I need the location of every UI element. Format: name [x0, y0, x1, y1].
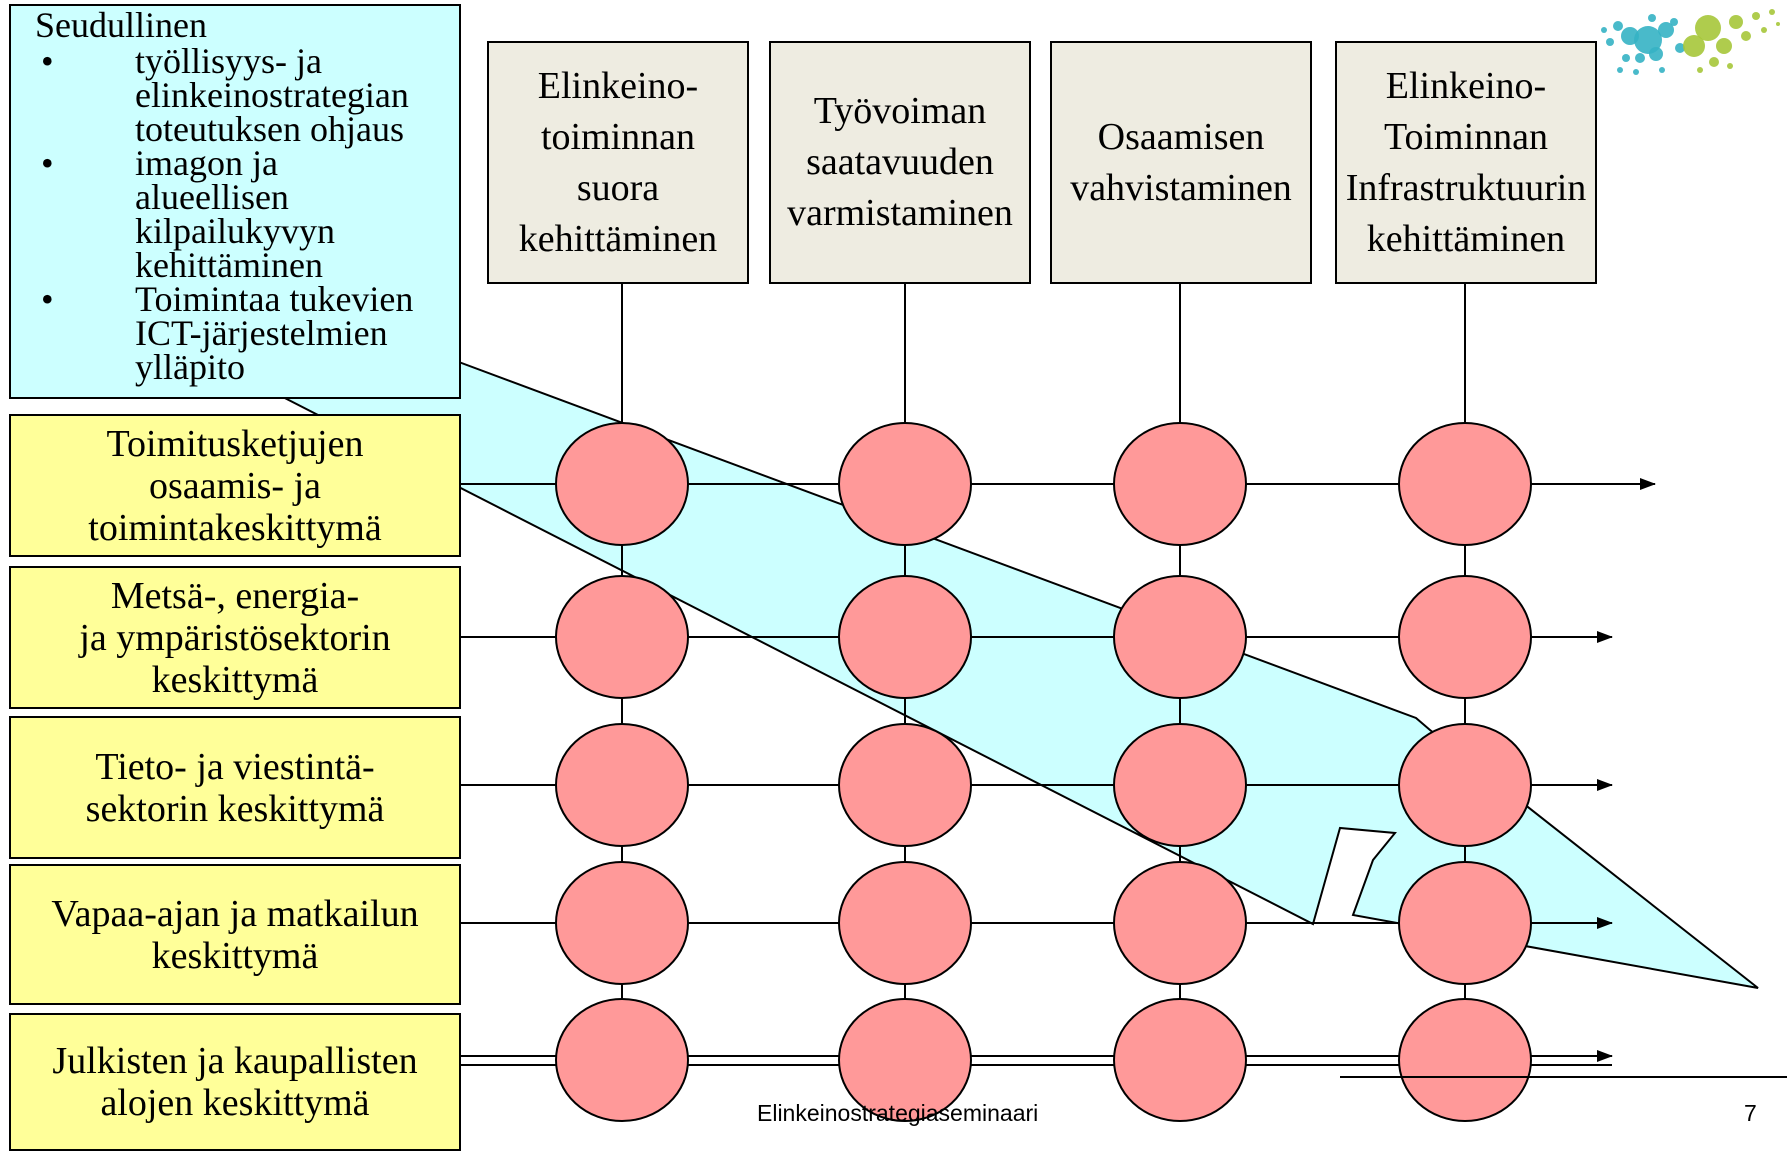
- row-label-line: Vapaa-ajan ja matkailun: [51, 892, 419, 935]
- column-header-2: Työvoiman saatavuuden varmistaminen: [769, 41, 1031, 284]
- column-header-line: suora: [576, 166, 660, 209]
- column-header-line: toiminnan: [540, 115, 696, 158]
- column-header-line: Työvoiman: [813, 90, 987, 132]
- bullet-icon: •: [41, 143, 54, 183]
- intersection-node: [1113, 723, 1247, 847]
- column-header-line: saatavuuden: [806, 141, 994, 183]
- regional-item-line: Toimintaa tukevien: [135, 279, 414, 319]
- regional-item-line: ICT-järjestelmien: [135, 313, 388, 353]
- column-header-line: varmistaminen: [787, 192, 1013, 234]
- row-label-3: Tieto- ja viestintä-sektorin keskittymä: [9, 716, 461, 859]
- column-header-3: Osaamisen vahvistaminen: [1050, 41, 1312, 284]
- column-header-line: vahvistaminen: [1070, 166, 1292, 209]
- intersection-node: [555, 998, 689, 1122]
- footer-title: Elinkeinostrategiaseminaari: [757, 1100, 1039, 1126]
- regional-item-line: kilpailukyvyn: [135, 211, 335, 251]
- intersection-node: [1113, 422, 1247, 546]
- column-header-line: kehittäminen: [518, 217, 718, 260]
- regional-item-line: elinkeinostrategian: [135, 75, 409, 115]
- row-label-line: Toimitusketjujen: [106, 422, 364, 465]
- column-header-line: Elinkeino-: [1385, 64, 1547, 107]
- intersection-node: [555, 422, 689, 546]
- column-header-line: Infrastruktuurin: [1345, 166, 1587, 209]
- intersection-node: [838, 422, 972, 546]
- intersection-node: [1398, 998, 1532, 1122]
- regional-item-line: alueellisen: [135, 177, 289, 217]
- intersection-node: [1113, 575, 1247, 699]
- column-header-line: Osaamisen: [1097, 115, 1265, 158]
- column-header-1: Elinkeino-toiminnan suora kehittäminen: [487, 41, 749, 284]
- row-label-line: osaamis- ja: [148, 464, 321, 507]
- page-number: 7: [1744, 1100, 1757, 1126]
- regional-item-line: imagon ja: [135, 143, 278, 183]
- row-label-line: alojen keskittymä: [100, 1082, 370, 1124]
- intersection-node: [555, 861, 689, 985]
- regional-item-line: toteutuksen ohjaus: [135, 109, 404, 149]
- intersection-node: [1113, 861, 1247, 985]
- strategy-direction-arrow: [274, 353, 1759, 989]
- column-header-line: Elinkeino-: [537, 64, 699, 107]
- intersection-node: [555, 723, 689, 847]
- column-header-line: kehittäminen: [1366, 217, 1566, 260]
- intersection-node: [838, 998, 972, 1122]
- row-label-line: Metsä-, energia-: [110, 574, 360, 617]
- intersection-node: [1398, 861, 1532, 985]
- bullet-icon: •: [41, 41, 54, 81]
- intersection-node: [838, 861, 972, 985]
- row-label-line: toimintakeskittymä: [88, 506, 382, 549]
- regional-item-line: työllisyys- ja: [135, 41, 322, 81]
- row-label-line: keskittymä: [151, 934, 319, 977]
- regional-item-line: ylläpito: [135, 347, 245, 387]
- intersection-node: [555, 575, 689, 699]
- regional-heading: Seudullinen: [35, 5, 207, 45]
- regional-item-line: kehittäminen: [135, 245, 323, 285]
- intersection-node: [1398, 575, 1532, 699]
- column-header-line: Toiminnan: [1383, 115, 1549, 158]
- intersection-node: [838, 723, 972, 847]
- organization-logo-icon: [1601, 9, 1780, 75]
- intersection-node: [1398, 723, 1532, 847]
- intersection-node: [1398, 422, 1532, 546]
- row-label-line: Tieto- ja viestintä-: [95, 745, 375, 788]
- intersection-node: [1113, 998, 1247, 1122]
- intersection-node: [838, 575, 972, 699]
- row-label-line: keskittymä: [151, 658, 319, 701]
- row-label-line: Julkisten ja kaupallisten: [52, 1040, 418, 1082]
- row-label-line: sektorin keskittymä: [85, 787, 385, 830]
- row-label-line: ja ympäristösektorin: [79, 616, 391, 659]
- bullet-icon: •: [41, 279, 54, 319]
